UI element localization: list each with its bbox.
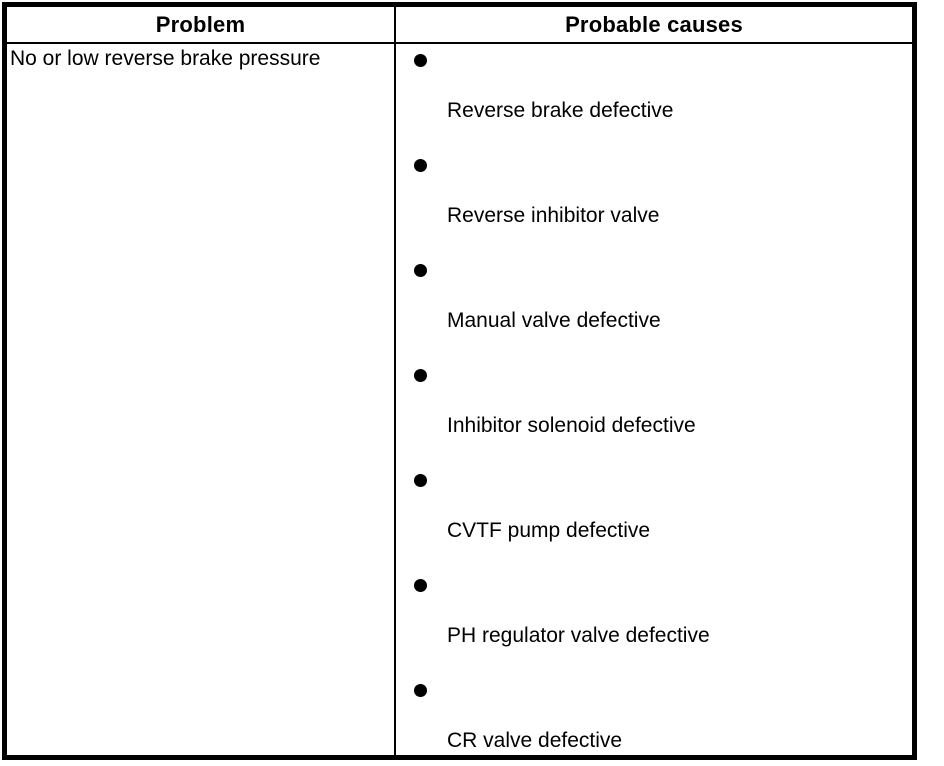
cause-item: Reverse inhibitor valve bbox=[396, 149, 912, 254]
causes-column-header: Probable causes bbox=[565, 11, 743, 37]
cause-item: CR valve defective bbox=[396, 674, 912, 755]
cause-item: Reverse brake defective bbox=[396, 44, 912, 149]
causes-cell: Reverse brake defective Reverse inhibito… bbox=[396, 44, 912, 755]
troubleshooting-table: Problem Probable causes No or low revers… bbox=[2, 2, 917, 760]
cause-item: Manual valve defective bbox=[396, 254, 912, 359]
cause-text: CR valve defective bbox=[447, 729, 623, 752]
bullet-icon bbox=[414, 54, 427, 67]
bullet-icon bbox=[414, 369, 427, 382]
cause-text: PH regulator valve defective bbox=[447, 624, 710, 647]
cause-text: Reverse brake defective bbox=[447, 99, 674, 122]
cause-text: CVTF pump defective bbox=[447, 519, 651, 542]
column-divider bbox=[394, 44, 396, 755]
column-divider bbox=[394, 7, 396, 42]
problem-cell: No or low reverse brake pressure bbox=[7, 44, 394, 755]
table-header-row: Problem Probable causes bbox=[7, 7, 912, 44]
cause-text: Manual valve defective bbox=[447, 309, 661, 332]
bullet-icon bbox=[414, 264, 427, 277]
bullet-icon bbox=[414, 474, 427, 487]
cause-text: Inhibitor solenoid defective bbox=[447, 414, 696, 437]
problem-column-header: Problem bbox=[155, 11, 246, 37]
cause-item: Inhibitor solenoid defective bbox=[396, 359, 912, 464]
cause-item: CVTF pump defective bbox=[396, 464, 912, 569]
bullet-icon bbox=[414, 159, 427, 172]
cause-text: Reverse inhibitor valve bbox=[447, 204, 660, 227]
table-body-row: No or low reverse brake pressure Reverse… bbox=[7, 44, 912, 755]
problem-text: No or low reverse brake pressure bbox=[10, 47, 321, 70]
bullet-icon bbox=[414, 684, 427, 697]
bullet-icon bbox=[414, 579, 427, 592]
cause-item: PH regulator valve defective bbox=[396, 569, 912, 674]
